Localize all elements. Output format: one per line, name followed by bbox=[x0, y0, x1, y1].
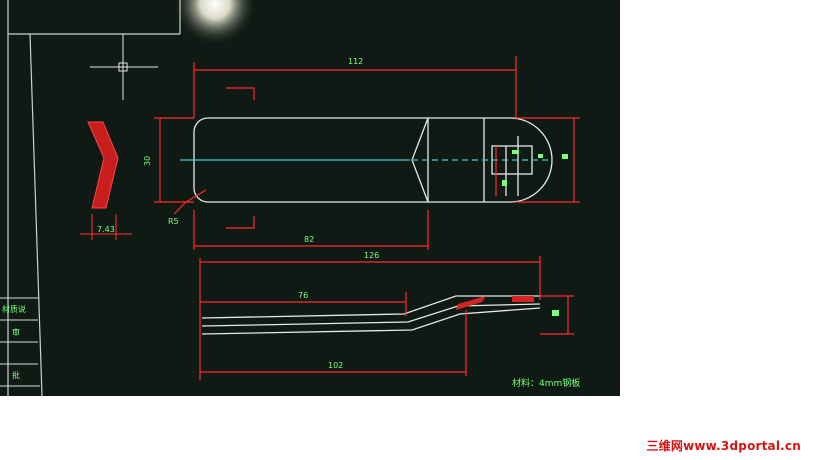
screen-glare bbox=[173, 0, 257, 46]
title-block-cell-1: 材质说 bbox=[2, 304, 26, 314]
cad-screen: 7.43 112 30 R5 82 bbox=[0, 0, 620, 396]
title-block-cell-2: 审 bbox=[12, 327, 20, 337]
dimension-side-length: 126 bbox=[364, 251, 379, 260]
top-view-outline bbox=[193, 117, 553, 203]
material-note: 材料：4mm钢板 bbox=[512, 377, 580, 389]
site-watermark: 三维网www.3dportal.cn bbox=[646, 439, 801, 453]
side-small-dimension-mark bbox=[552, 310, 559, 316]
dimension-inner-length: 76 bbox=[298, 291, 308, 300]
dimension-bottom-length: 82 bbox=[304, 235, 314, 244]
title-block-cell-3: 批 bbox=[12, 370, 20, 380]
small-dimension-marks bbox=[502, 150, 568, 186]
side-view-outline bbox=[201, 295, 541, 335]
dimension-corner-radius: R5 bbox=[168, 217, 179, 226]
viewport-frame bbox=[7, 0, 181, 396]
crosshair-cursor-icon[interactable] bbox=[90, 34, 158, 100]
dimension-total-length: 102 bbox=[328, 361, 343, 370]
section-view-chevron bbox=[80, 121, 132, 240]
dimension-thickness: 7.43 bbox=[97, 225, 115, 234]
cad-drawing-canvas: 7.43 112 30 R5 82 bbox=[0, 0, 580, 396]
title-block bbox=[0, 297, 40, 387]
dimension-top-length: 112 bbox=[348, 57, 363, 66]
dimension-height: 30 bbox=[143, 156, 152, 166]
side-view-hatch bbox=[456, 296, 534, 310]
top-view-dimensions bbox=[154, 56, 580, 250]
side-view-dimensions bbox=[199, 256, 574, 380]
